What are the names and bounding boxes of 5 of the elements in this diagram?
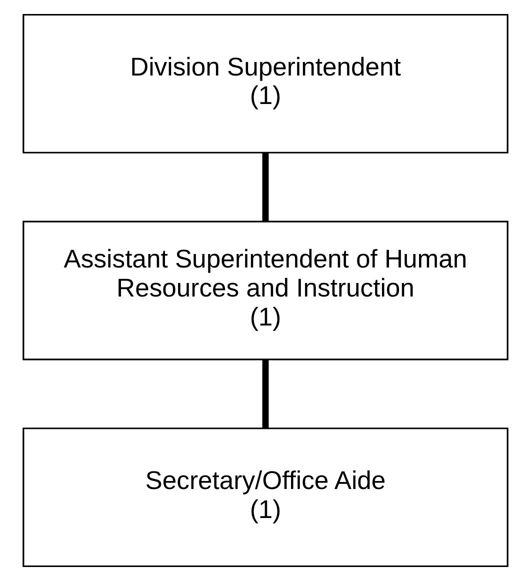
node-box: Division Superintendent (1): [22, 14, 508, 154]
connector: [262, 360, 269, 428]
node-box: Secretary/Office Aide (1): [22, 428, 508, 568]
node-box: Assistant Superintendent of Human Resources and Instruction (1): [22, 220, 508, 360]
connector: [262, 153, 269, 222]
